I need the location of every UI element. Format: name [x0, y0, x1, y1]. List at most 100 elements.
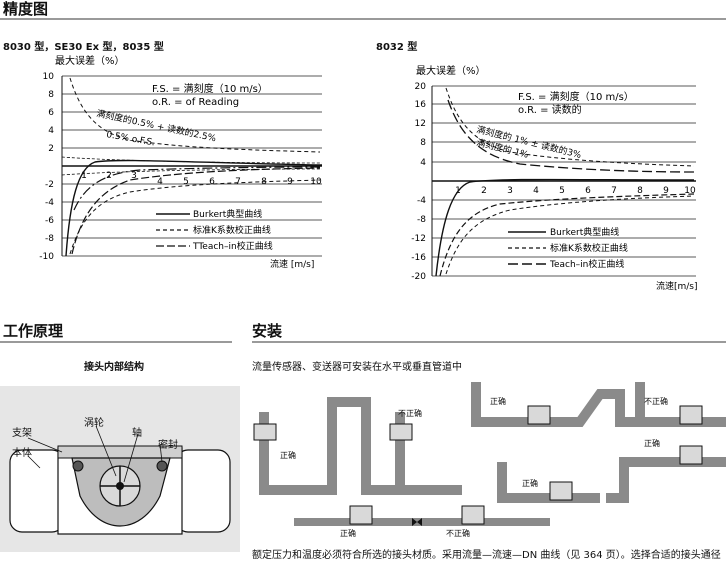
left-ytick: -2	[45, 180, 54, 190]
right-ytick: 16	[415, 100, 427, 110]
right-xtick: 5	[559, 186, 565, 196]
sensor-icon	[549, 481, 573, 501]
left-xtick: 4	[157, 177, 163, 187]
left-ytick: -4	[45, 198, 54, 208]
pipe-horizontal-top	[471, 382, 650, 427]
right-gridlines	[432, 85, 696, 277]
right-envelope-lower	[445, 195, 695, 275]
right-xtick: 9	[663, 186, 669, 196]
right-xtick: 10	[684, 186, 696, 196]
left-kfactor-curve	[71, 167, 321, 255]
left-xtick: 3	[131, 171, 137, 181]
section-divider	[0, 18, 726, 20]
right-ytick: -4	[417, 196, 426, 206]
left-legend-item: 标准K系数校正曲线	[193, 224, 271, 236]
label-bracket: 支架	[12, 428, 32, 439]
left-curve-label-2: 0.5% o.F.S.	[105, 130, 155, 148]
leader-body	[27, 455, 41, 469]
seal-left	[72, 460, 84, 472]
label-correct: 正确	[280, 450, 296, 460]
fitting-cross-section	[0, 386, 240, 552]
sensor-icon	[461, 505, 485, 525]
right-ytick: 8	[420, 138, 426, 148]
body-left	[9, 449, 65, 533]
left-ytick: -6	[45, 216, 54, 226]
right-burkert-curve	[435, 178, 695, 277]
right-y-axis-label: 最大误差（%）	[416, 64, 486, 77]
left-ytick: 4	[48, 126, 54, 136]
left-legend-item: Burkert典型曲线	[193, 208, 262, 220]
right-xtick: 4	[533, 186, 539, 196]
right-legend-item: Teach–in校正曲线	[549, 258, 624, 270]
left-ytick: 2	[48, 144, 54, 154]
left-xtick: 1	[81, 171, 87, 181]
left-fs-note: F.S. = 满刻度（10 m/s）	[152, 82, 268, 95]
left-accuracy-chart: 最大误差（%） 10 8 6 4 2 -2 -4 -6 -8 -10 1 2 3…	[39, 54, 323, 270]
label-incorrect: 不正确	[398, 408, 422, 418]
leader-bracket	[27, 437, 63, 453]
pipe-vertical-loop	[259, 397, 420, 495]
left-teachin-curve	[73, 166, 321, 211]
sensor-icon	[679, 445, 703, 465]
label-correct: 正确	[490, 396, 506, 406]
label-correct: 正确	[340, 528, 356, 538]
left-or-note: o.R. = of Reading	[152, 97, 239, 108]
valve-icon	[412, 518, 422, 526]
sensor-icon	[349, 505, 373, 525]
left-legend: Burkert典型曲线 标准K系数校正曲线 TTeach–in校正曲线	[156, 208, 273, 252]
left-ytick: 10	[43, 72, 55, 82]
left-burkert-curve	[65, 159, 323, 257]
right-x-axis-label: 流速[m/s]	[656, 280, 698, 292]
right-legend-item: Burkert典型曲线	[550, 226, 619, 238]
principle-diagram-title: 接头内部结构	[84, 362, 144, 373]
right-legend: Burkert典型曲线 标准K系数校正曲线 Teach–in校正曲线	[508, 226, 628, 270]
right-ytick: 20	[415, 82, 427, 92]
body-right	[175, 449, 231, 533]
left-chart-subtitle: 8030 型，SE30 Ex 型，8035 型	[3, 42, 164, 53]
leader-shaft	[123, 433, 139, 483]
left-ytick: -8	[45, 234, 54, 244]
section-divider	[252, 341, 726, 343]
right-ytick: -20	[411, 272, 426, 282]
install-intro: 流量传感器、变送器可安装在水平或垂直管道中	[252, 362, 462, 373]
leader-turbine	[95, 425, 117, 477]
right-xtick: 8	[637, 186, 643, 196]
left-envelope-upper	[69, 77, 321, 153]
seal-right	[156, 460, 168, 472]
sensor-icon	[679, 405, 703, 425]
right-ytick: -12	[411, 234, 426, 244]
left-ytick: 6	[48, 108, 54, 118]
label-seal: 密封	[158, 440, 178, 451]
left-x-axis-label: 流速 [m/s]	[270, 258, 314, 270]
right-accuracy-chart: 最大误差（%） 20 16 12 8 4 -4 -8 -12 -16 -20 1…	[411, 64, 698, 292]
label-correct: 正确	[644, 438, 660, 448]
label-incorrect: 不正确	[644, 396, 668, 406]
left-ytick: -10	[39, 252, 54, 262]
left-gridlines	[62, 75, 322, 257]
right-xtick: 2	[481, 186, 487, 196]
left-xtick: 5	[183, 177, 189, 187]
section-divider	[0, 341, 232, 343]
label-shaft: 轴	[132, 428, 142, 439]
right-ytick: -8	[417, 215, 426, 225]
accuracy-title: 精度图	[3, 0, 49, 18]
right-ytick: 12	[415, 119, 426, 129]
left-xtick: 10	[310, 177, 322, 187]
left-y-axis-label: 最大误差（%）	[55, 54, 125, 67]
right-chart-subtitle: 8032 型	[376, 42, 418, 53]
right-kfactor-curve	[439, 193, 695, 277]
pipe-middle-right	[606, 457, 726, 503]
label-turbine: 涡轮	[84, 418, 104, 429]
left-fs-band-upper	[61, 156, 323, 164]
principle-title: 工作原理	[3, 322, 64, 340]
sensor-icon	[253, 423, 277, 441]
leader-seal	[159, 443, 163, 463]
right-ytick: -16	[411, 253, 426, 263]
shaft	[116, 482, 124, 490]
right-legend-item: 标准K系数校正曲线	[550, 242, 628, 254]
right-xtick: 6	[585, 186, 591, 196]
right-teachin-curve	[447, 99, 695, 173]
left-xtick: 7	[235, 177, 241, 187]
right-fs-note: F.S. = 满刻度（10 m/s）	[518, 90, 634, 103]
label-body: 本体	[12, 448, 32, 459]
